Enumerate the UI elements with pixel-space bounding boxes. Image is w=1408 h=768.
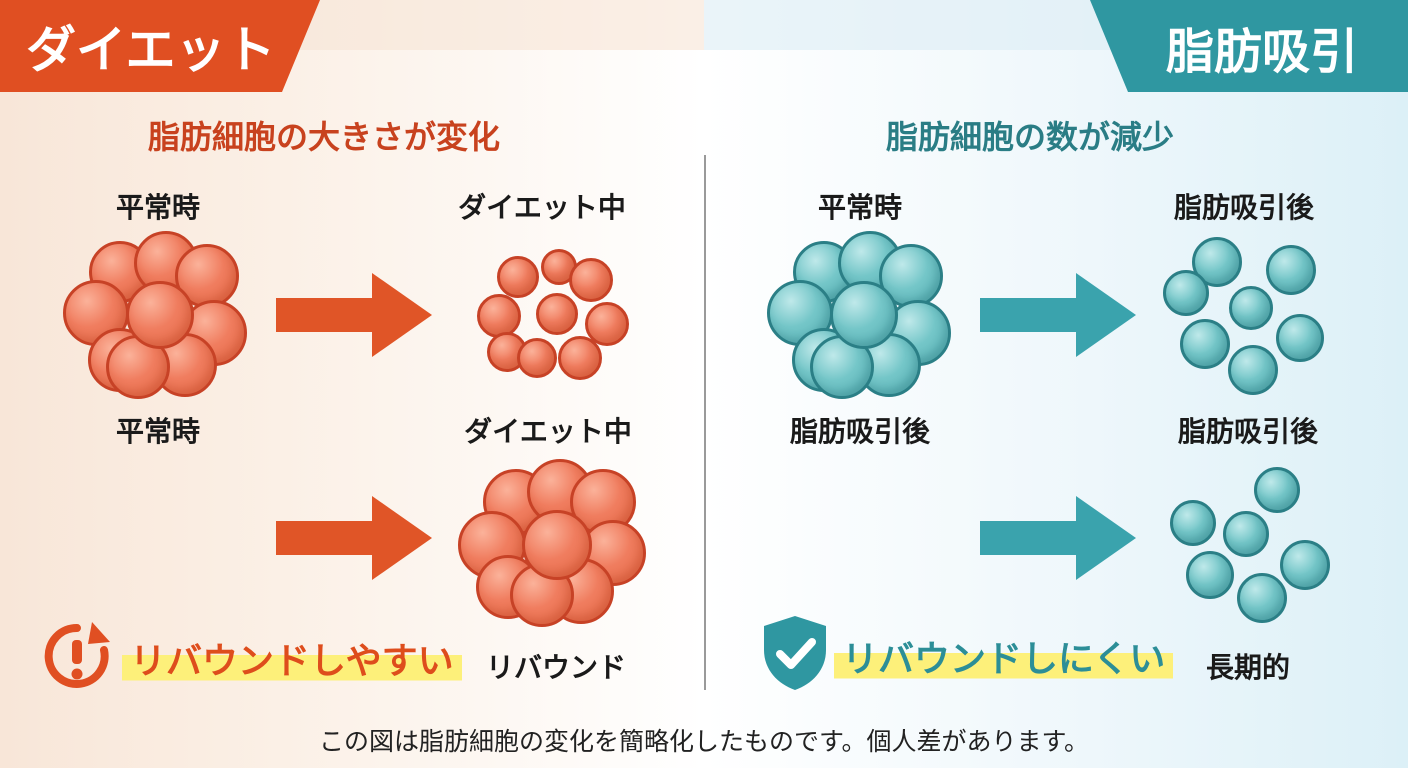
fat-cell [1170,500,1216,546]
right-label-after-mid: 脂肪吸引後 [789,415,931,448]
rebound-easy-callout: リバウンドしやすい [122,630,462,686]
center-divider [704,155,706,690]
fat-cell [522,510,592,580]
fat-cell [569,258,613,302]
rebound-hard-callout: リバウンドしにくい [834,628,1174,684]
footnote: この図は脂肪細胞の変化を簡略化したものです。個人差があります。 [318,727,1089,756]
right-label-after-bottom: 脂肪吸引後 [1177,415,1319,448]
fat-cell [510,563,574,627]
fat-cell [585,302,629,346]
diet-title: ダイエット [26,21,276,79]
right-label-normal: 平常時 [817,191,903,224]
fat-cell [1228,345,1278,395]
fat-cell [1163,270,1209,316]
fat-cell [497,256,539,298]
fat-cell [536,293,578,335]
right-label-long-term: 長期的 [1205,651,1291,684]
fat-cell [477,294,521,338]
fat-cell [126,281,194,349]
fat-cell [1276,314,1324,362]
fat-cell [1237,573,1287,623]
fat-cell [830,281,898,349]
fat-cell [1229,286,1273,330]
diet-banner: ダイエット [0,0,320,92]
right-headline: 脂肪細胞の数が減少 [886,118,1175,156]
fat-cell [1280,540,1330,590]
left-label-diet-top: ダイエット中 [458,191,626,224]
left-label-rebound: リバウンド [485,651,627,684]
left-label-diet-bottom: ダイエット中 [464,415,632,448]
fat-cell [1254,467,1300,513]
fat-cell [1223,511,1269,557]
fat-cell [558,336,602,380]
shield-check-icon [760,614,830,692]
fat-cell [1266,245,1316,295]
left-headline: 脂肪細胞の大きさが変化 [148,118,501,156]
left-label-normal-top: 平常時 [115,191,201,224]
fat-cell [1192,237,1242,287]
right-label-after-top: 脂肪吸引後 [1173,191,1315,224]
liposuction-banner: 脂肪吸引 [1090,0,1408,92]
fat-cell [517,338,557,378]
refresh-warning-icon [40,620,114,692]
fat-cell [1186,551,1234,599]
liposuction-title: 脂肪吸引 [1166,24,1359,80]
left-label-normal-bottom: 平常時 [115,415,201,448]
fat-cell [1180,319,1230,369]
